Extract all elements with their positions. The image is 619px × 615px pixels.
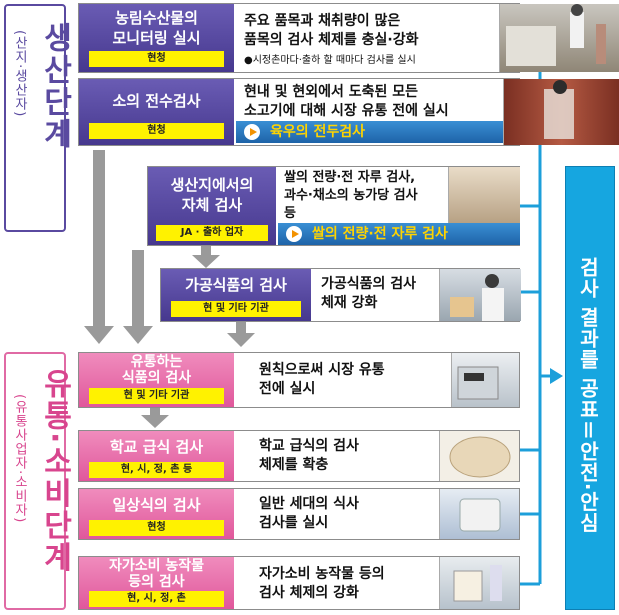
daily-meal-category: 일상식의 검사 현청: [79, 489, 234, 539]
monitoring-description: 주요 품목과 채취량이 많은 품목의 검사 체제를 충실·강화 ●시정촌마다·출…: [244, 13, 419, 66]
cattle-title: 소의 전수검사: [112, 92, 201, 110]
distributed-food-description: 원칙으로써 시장 유통 전에 실시: [259, 362, 385, 397]
row-processed-food: 가공식품의 검사 현 및 기타 기관 가공식품의 검사 체재 강화: [160, 268, 521, 322]
school-lunch-tag: 현, 시, 정, 촌 등: [89, 462, 224, 478]
production-stage-title: 생산단계: [37, 22, 72, 150]
daily-meal-description: 일반 세대의 식사 검사를 실시: [259, 496, 359, 531]
cattle-banner: 육우의 전두검사: [236, 121, 503, 143]
meat-photo-icon: [544, 80, 574, 139]
distributed-food-photo: [451, 353, 519, 407]
cattle-photo: [503, 79, 619, 145]
school-lunch-category: 학교 급식 검사 현, 시, 정, 촌 등: [79, 431, 234, 481]
processed-food-photo: [439, 269, 521, 321]
self-inspection-title-line2: 자체 검사: [181, 196, 243, 214]
distribution-stage-label: 유통·소비단계 (유통사업자·소비자): [4, 352, 72, 610]
production-stage-subtitle: (산지·생산자): [12, 30, 27, 118]
school-lunch-title: 학교 급식 검사: [109, 438, 204, 456]
daily-meal-tag: 현청: [89, 520, 224, 536]
production-stage-label: 생산단계 (산지·생산자): [4, 4, 72, 232]
distributed-food-tag: 현 및 기타 기관: [89, 388, 224, 404]
play-icon: [244, 124, 260, 140]
home-crops-photo: [439, 557, 519, 609]
sample-bag-icon: [459, 498, 501, 532]
home-crops-description: 자가소비 농작물 등의 검사 체제의 강화: [259, 566, 385, 601]
daily-meal-photo: [439, 489, 519, 539]
rice-banner: 쌀의 전량·전 자루 검사: [278, 223, 520, 245]
daily-meal-title: 일상식의 검사: [112, 496, 201, 514]
row-daily-meal: 일상식의 검사 현청 일반 세대의 식사 검사를 실시: [78, 488, 520, 540]
analyzer-icon: [457, 366, 499, 400]
self-inspection-tag: JA · 출하 업자: [156, 225, 268, 241]
food-bowl-icon: [449, 436, 511, 478]
processed-food-tag: 현 및 기타 기관: [171, 301, 301, 317]
result-panel: 검사 결과를 공표＝안전·안심: [565, 166, 615, 610]
processed-food-description: 가공식품의 검사 체재 강화: [321, 276, 417, 311]
home-crops-title-line1: 자가소비 농작물: [108, 558, 205, 574]
monitoring-title-line2: 모니터링 실시: [112, 29, 201, 47]
home-crops-tag: 현, 시, 정, 촌: [89, 591, 224, 607]
home-crops-title-line2: 등의 검사: [128, 574, 185, 590]
cattle-category: 소의 전수검사 현청: [79, 79, 234, 145]
school-lunch-photo: [439, 431, 519, 481]
monitoring-photo: [499, 4, 619, 72]
lab-sample-icon: [453, 565, 502, 602]
processed-food-category: 가공식품의 검사 현 및 기타 기관: [161, 269, 311, 321]
lab-worker-icon: [450, 274, 504, 321]
monitoring-note: ●시정촌마다·출하 할 때마다 검사를 실시: [244, 55, 416, 66]
self-inspection-description: 쌀의 전량·전 자루 검사, 과수·채소의 농가당 검사 등: [284, 170, 418, 221]
distributed-food-title-line2: 식품의 검사: [121, 370, 192, 386]
self-inspection-photo: [448, 167, 520, 223]
cattle-description: 현내 및 현외에서 도축된 모든 소고기에 대해 시장 유통 전에 실시: [244, 84, 449, 119]
row-cattle-inspection: 소의 전수검사 현청 현내 및 현외에서 도축된 모든 소고기에 대해 시장 유…: [78, 78, 619, 146]
row-school-lunch: 학교 급식 검사 현, 시, 정, 촌 등 학교 급식의 검사 체제를 확충: [78, 430, 520, 482]
monitoring-tag: 현청: [89, 51, 224, 67]
distribution-stage-title: 유통·소비단계: [37, 368, 72, 574]
lab-photo-icon: [506, 4, 606, 66]
monitoring-title-line1: 농림수산물의: [115, 9, 198, 27]
result-text: 검사 결과를 공표＝안전·안심: [576, 257, 600, 534]
school-lunch-description: 학교 급식의 검사 체제를 확충: [259, 438, 359, 473]
processed-food-title: 가공식품의 검사: [185, 276, 287, 294]
distributed-food-title-line1: 유통하는: [130, 354, 183, 370]
distribution-stage-subtitle: (유통사업자·소비자): [12, 394, 27, 524]
play-icon: [286, 226, 302, 242]
self-inspection-title-line1: 생산지에서의: [170, 176, 254, 194]
cattle-tag: 현청: [89, 123, 224, 139]
